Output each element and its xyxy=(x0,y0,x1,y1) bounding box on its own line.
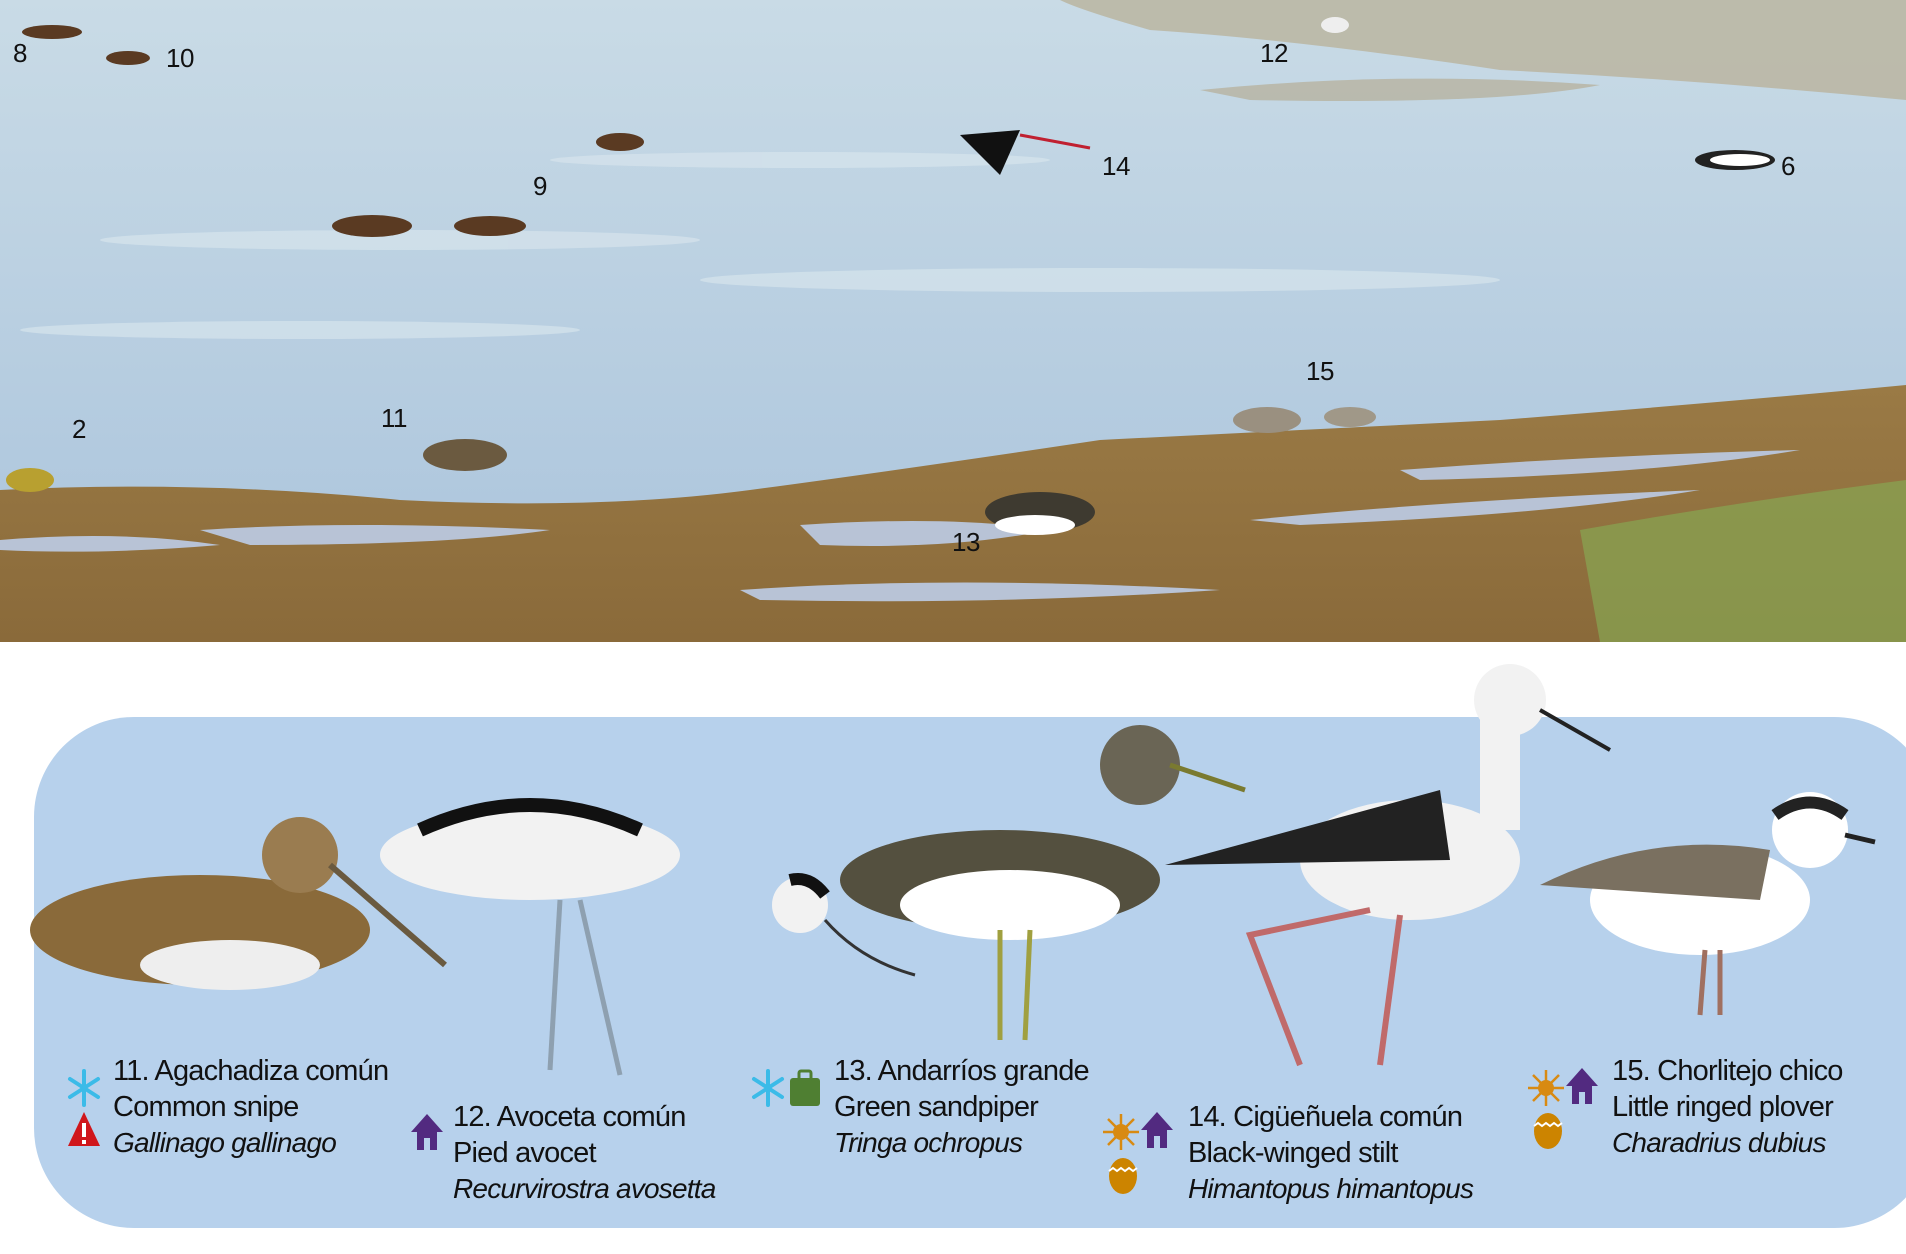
sun-icon xyxy=(1103,1114,1139,1150)
legend-entry-12: 12. Avoceta común Pied avocet Recurviros… xyxy=(453,1099,716,1207)
scene-label: 11 xyxy=(381,403,408,433)
species-spanish-name: 12. Avoceta común xyxy=(453,1101,686,1133)
sun-icon xyxy=(1528,1070,1564,1106)
house-icon xyxy=(1141,1112,1173,1148)
snowflake-icon xyxy=(752,1069,784,1107)
bird-illustrations xyxy=(30,664,1876,1076)
scene-label: 12 xyxy=(1260,38,1288,68)
scene-label: 6 xyxy=(1781,151,1795,181)
scene-label: 13 xyxy=(952,527,980,557)
wetland-scene-illustration xyxy=(0,0,1906,642)
species-common-name: Green sandpiper xyxy=(834,1091,1039,1123)
suitcase-icon xyxy=(790,1069,820,1106)
species-scientific-name: Tringa ochropus xyxy=(834,1127,1023,1158)
snipe-illustration xyxy=(30,817,447,990)
stilt-illustration xyxy=(1165,664,1611,1067)
species-scientific-name: Charadrius dubius xyxy=(1612,1127,1826,1158)
scene-label: 14 xyxy=(1102,151,1130,181)
legend-entry-11: 11. Agachadiza común Common snipe Gallin… xyxy=(113,1053,389,1161)
egg-icon xyxy=(1533,1113,1563,1149)
species-spanish-name: 11. Agachadiza común xyxy=(113,1055,389,1087)
egg-icon xyxy=(1108,1158,1138,1194)
species-scientific-name: Himantopus himantopus xyxy=(1188,1173,1474,1204)
scene-label: 8 xyxy=(13,38,27,68)
species-scientific-name: Gallinago gallinago xyxy=(113,1127,337,1158)
little-ringed-plover-illustration xyxy=(1540,792,1876,1016)
species-scientific-name: Recurvirostra avosetta xyxy=(453,1173,716,1204)
scene-label: 10 xyxy=(166,43,194,73)
snowflake-icon xyxy=(68,1069,100,1107)
species-common-name: Common snipe xyxy=(113,1091,299,1123)
legend-entry-15: 15. Chorlitejo chico Little ringed plove… xyxy=(1612,1053,1843,1161)
house-icon xyxy=(1566,1068,1598,1104)
green-sandpiper-illustration xyxy=(840,725,1246,1041)
species-common-name: Black-winged stilt xyxy=(1188,1137,1398,1169)
legend-entry-13: 13. Andarríos grande Green sandpiper Tri… xyxy=(834,1053,1090,1161)
species-spanish-name: 15. Chorlitejo chico xyxy=(1612,1055,1843,1087)
warning-icon xyxy=(68,1112,100,1146)
species-spanish-name: 13. Andarríos grande xyxy=(834,1055,1090,1087)
species-spanish-name: 14. Cigüeñuela común xyxy=(1188,1101,1463,1133)
scene-label: 15 xyxy=(1306,356,1334,386)
species-legend-panel xyxy=(34,717,1906,1228)
scene-label: 2 xyxy=(72,414,86,444)
scene-label: 9 xyxy=(533,171,547,201)
species-common-name: Little ringed plover xyxy=(1612,1091,1834,1123)
avocet-illustration xyxy=(380,798,916,1076)
legend-entry-14: 14. Cigüeñuela común Black-winged stilt … xyxy=(1188,1099,1474,1207)
house-icon xyxy=(411,1114,443,1150)
species-common-name: Pied avocet xyxy=(453,1137,597,1169)
